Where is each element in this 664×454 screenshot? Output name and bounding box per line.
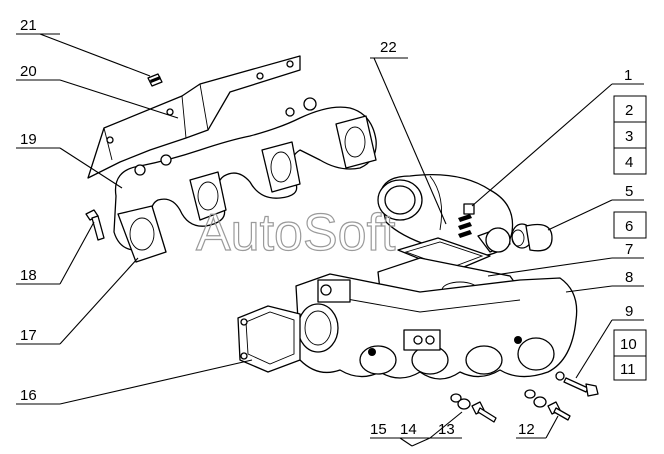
bolt-9 xyxy=(555,371,599,397)
label-2: 2 xyxy=(625,102,633,119)
label-6: 6 xyxy=(625,218,633,235)
label-22: 22 xyxy=(380,39,397,56)
label-4: 4 xyxy=(625,154,633,171)
label-13: 13 xyxy=(438,421,455,438)
label-20: 20 xyxy=(20,63,37,80)
label-17: 17 xyxy=(20,327,37,344)
leader-lines xyxy=(16,33,644,447)
label-8: 8 xyxy=(625,269,633,286)
label-14: 14 xyxy=(400,421,417,438)
label-10: 10 xyxy=(620,336,637,353)
label-21: 21 xyxy=(20,17,37,34)
oil-pipe-fitting xyxy=(485,223,553,253)
label-1: 1 xyxy=(624,67,632,84)
heat-shield xyxy=(87,55,301,179)
exhaust-manifold-lower xyxy=(293,273,578,380)
label-19: 19 xyxy=(20,131,37,148)
label-7: 7 xyxy=(625,241,633,258)
bolt-18 xyxy=(85,209,105,241)
label-15: 15 xyxy=(370,421,387,438)
watermark: AutoSoft xyxy=(196,204,396,262)
label-18: 18 xyxy=(20,267,37,284)
bolt-washer-set-right xyxy=(524,389,571,421)
bolt-washer-set-left xyxy=(450,393,497,423)
label-16: 16 xyxy=(20,387,37,404)
exhaust-manifold-upper xyxy=(113,97,377,263)
label-3: 3 xyxy=(625,128,633,145)
part-number-labels: 21 20 19 18 17 16 22 1 2 3 4 5 6 7 8 9 1… xyxy=(20,17,637,438)
label-9: 9 xyxy=(625,303,633,320)
label-12: 12 xyxy=(518,421,535,438)
label-5: 5 xyxy=(625,183,633,200)
label-boxes-right xyxy=(613,95,647,381)
banjo-fitting xyxy=(458,203,475,238)
bolt-21 xyxy=(147,73,163,87)
manifold-gasket xyxy=(237,305,301,373)
label-11: 11 xyxy=(620,361,636,378)
